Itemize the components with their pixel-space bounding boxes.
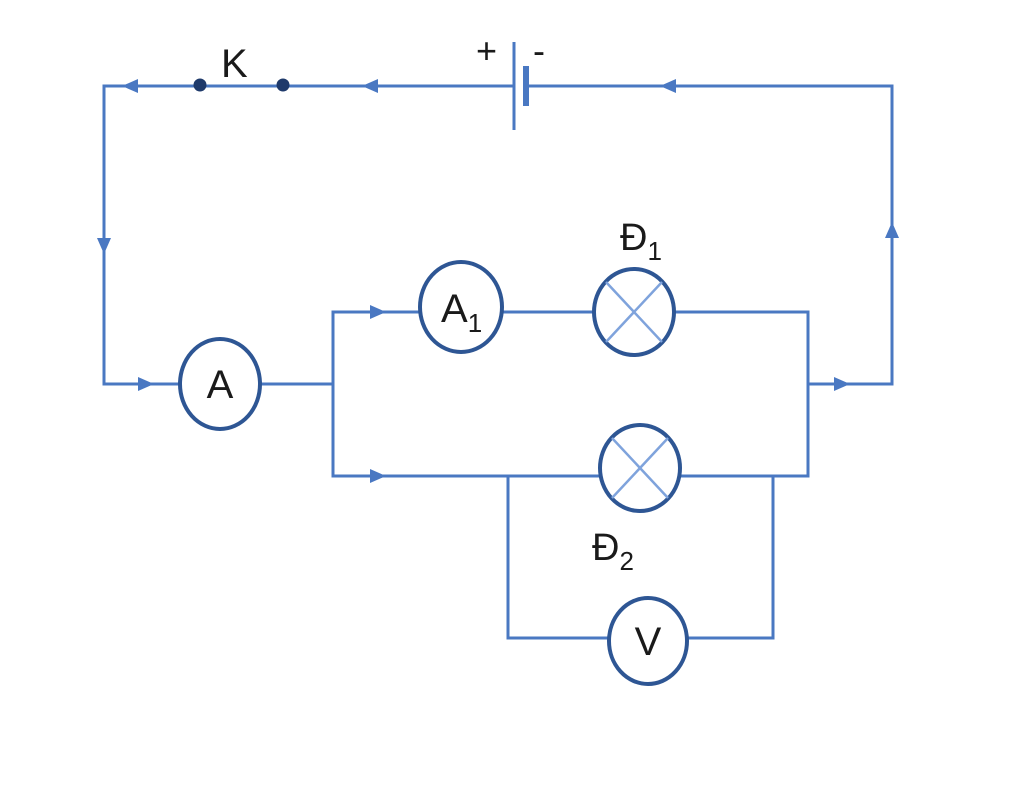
ammeter-main-letter: A [207, 363, 234, 407]
arrow-left-down [97, 238, 111, 254]
voltmeter-letter: V [635, 620, 662, 664]
ammeter-branch-subscript: 1 [468, 308, 482, 338]
lamp-1-subscript: 1 [647, 236, 661, 266]
switch-k: K [193, 42, 290, 92]
arrow-branch1 [370, 305, 386, 319]
ammeter-branch: A1 [418, 260, 504, 354]
voltmeter-wire-left [506, 474, 612, 640]
switch-terminal-left [193, 78, 207, 92]
lamp-2-cross-b [611, 437, 669, 499]
current-arrows [97, 79, 899, 483]
battery: + - [476, 30, 545, 130]
switch-label: K [221, 42, 248, 86]
ammeter-main-body [178, 337, 262, 431]
ammeter-branch-label: A1 [441, 287, 482, 338]
lamp-2-label: Đ2 [592, 527, 634, 576]
lamp-2-letter: Đ [592, 527, 619, 569]
arrow-branch2 [370, 469, 386, 483]
lamp-1-cross-b [605, 281, 663, 343]
lamp-1-label: Đ1 [620, 217, 662, 266]
arrow-right-out [834, 377, 850, 391]
lamp-1: Đ1 [592, 217, 676, 357]
lamp-2: Đ2 [592, 423, 682, 576]
arrow-right-top [660, 79, 676, 93]
lamp-1-letter: Đ [620, 217, 647, 259]
battery-negative-sign: - [533, 30, 545, 71]
arrow-left-top [122, 79, 138, 93]
ammeter-branch-body [418, 260, 504, 354]
voltmeter: V [607, 596, 689, 686]
arrow-right-up [885, 222, 899, 238]
lamp-2-subscript: 2 [619, 546, 633, 576]
ammeter-branch-letter: A [441, 287, 468, 331]
parallel-branch-wires [331, 310, 810, 640]
voltmeter-wire-right [686, 474, 775, 640]
ammeter-main: A [178, 337, 262, 431]
battery-positive-sign: + [476, 30, 497, 71]
switch-terminal-right [276, 78, 290, 92]
arrow-into-ammeter [138, 377, 154, 391]
voltmeter-body [607, 596, 689, 686]
arrow-mid-top [362, 79, 378, 93]
